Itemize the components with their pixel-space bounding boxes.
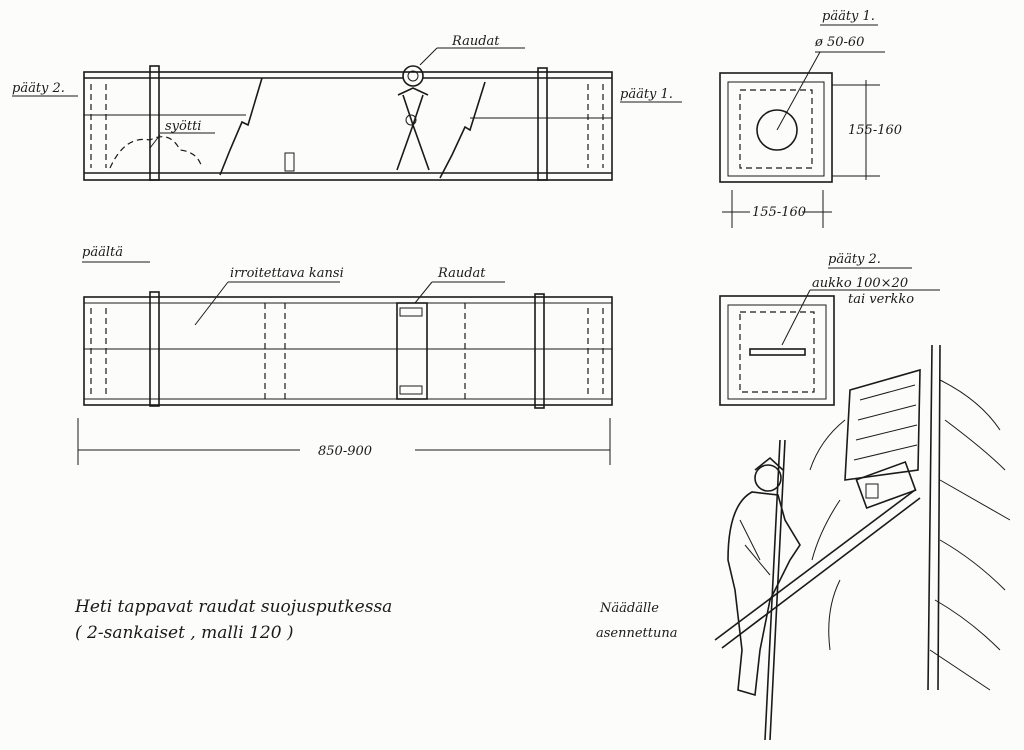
label-end2: pääty 2. xyxy=(12,81,65,96)
tree-trunk-shading xyxy=(844,368,921,481)
caption-line2: ( 2-sankaiset , malli 120 ) xyxy=(75,623,294,643)
trap-box xyxy=(855,460,917,510)
hole-diameter: ø 50-60 xyxy=(814,35,864,50)
caption-line1: Heti tappavat raudat suojusputkessa xyxy=(74,597,392,617)
label-end1: pääty 1. xyxy=(620,87,673,102)
label-bait: syötti xyxy=(165,119,201,134)
entrance-hole xyxy=(756,109,798,151)
side-view: pääty 2. pääty 1. Raudat syötti xyxy=(12,34,682,181)
illustration-line2: asennettuna xyxy=(596,626,678,641)
length-dim: 850-900 xyxy=(318,444,372,459)
label-traps: Raudat xyxy=(451,34,500,49)
top-view: päältä irroitettava kansi Raudat 850-900 xyxy=(77,245,613,465)
end-view-2: pääty 2. aukko 100×20 tai verkko xyxy=(719,252,940,406)
opening-size: aukko 100×20 xyxy=(812,276,908,291)
top-view-title: päältä xyxy=(82,245,123,260)
person-body xyxy=(727,491,801,697)
slot-opening xyxy=(749,348,806,356)
installation-illustration: Näädälle asennettuna xyxy=(596,344,1011,741)
height-dim: 155-160 xyxy=(848,123,902,138)
end2-title: pääty 2. xyxy=(828,252,881,267)
width-dim: 155-160 xyxy=(752,205,806,220)
end-view-1: pääty 1. ø 50-60 155-160 155-160 xyxy=(719,9,902,228)
opening-alt: tai verkko xyxy=(848,292,914,307)
illustration-line1: Näädälle xyxy=(599,601,659,616)
person-head xyxy=(754,464,782,492)
trap-ring xyxy=(402,65,424,87)
pole xyxy=(769,439,786,741)
label-lid: irroitettava kansi xyxy=(230,266,344,281)
trap-housing xyxy=(396,302,428,400)
label-traps-top: Raudat xyxy=(437,266,486,281)
end1-title: pääty 1. xyxy=(822,9,875,24)
